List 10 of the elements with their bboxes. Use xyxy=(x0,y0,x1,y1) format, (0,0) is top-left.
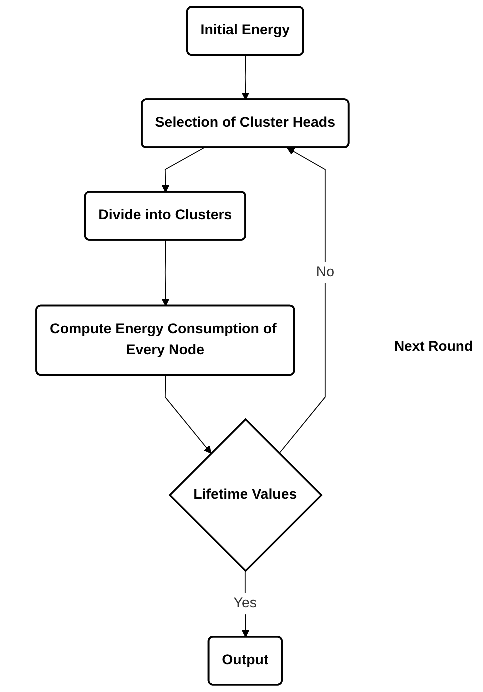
arrow xyxy=(161,148,204,193)
edge-label: No xyxy=(316,264,334,280)
arrow xyxy=(241,570,250,638)
arrow xyxy=(161,240,170,307)
edge-label: Yes xyxy=(233,596,257,612)
arrow xyxy=(241,55,250,100)
node-diamond: Lifetime Values xyxy=(168,418,322,572)
note-text: Next Round xyxy=(394,338,473,354)
arrow xyxy=(278,148,326,454)
arrow xyxy=(164,375,212,454)
